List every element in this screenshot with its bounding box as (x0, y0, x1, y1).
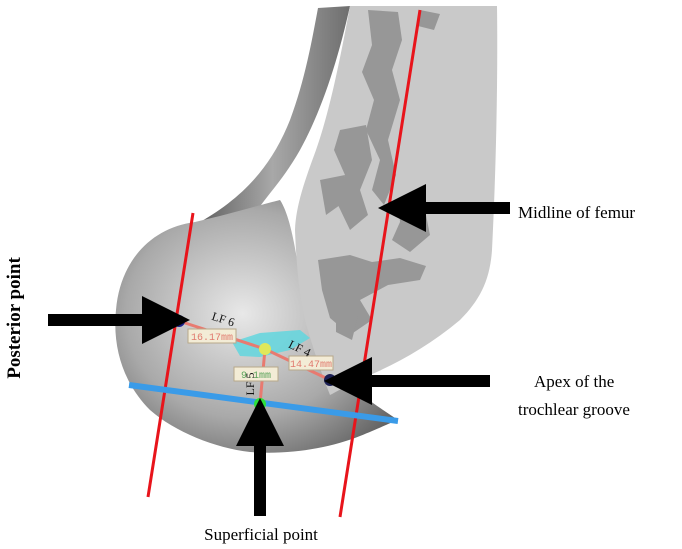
lf5-label: LF 5 (243, 372, 257, 395)
lf6-value-box: 16.17mm (188, 329, 236, 344)
midline-label: Midline of femur (518, 203, 635, 222)
posterior-label: Posterior point (4, 257, 25, 379)
apex-label-line1: Apex of the (534, 372, 614, 391)
apex-point-dot (324, 374, 336, 386)
center-point-dot (259, 343, 271, 355)
posterior-point-dot (173, 315, 185, 327)
apex-label-line2: trochlear groove (518, 400, 630, 419)
svg-text:14.47mm: 14.47mm (290, 360, 332, 371)
lf4-value-box: 14.47mm (289, 356, 333, 371)
svg-text:16.17mm: 16.17mm (191, 333, 233, 344)
superficial-point-dot (254, 398, 266, 410)
superficial-label: Superficial point (204, 525, 318, 544)
